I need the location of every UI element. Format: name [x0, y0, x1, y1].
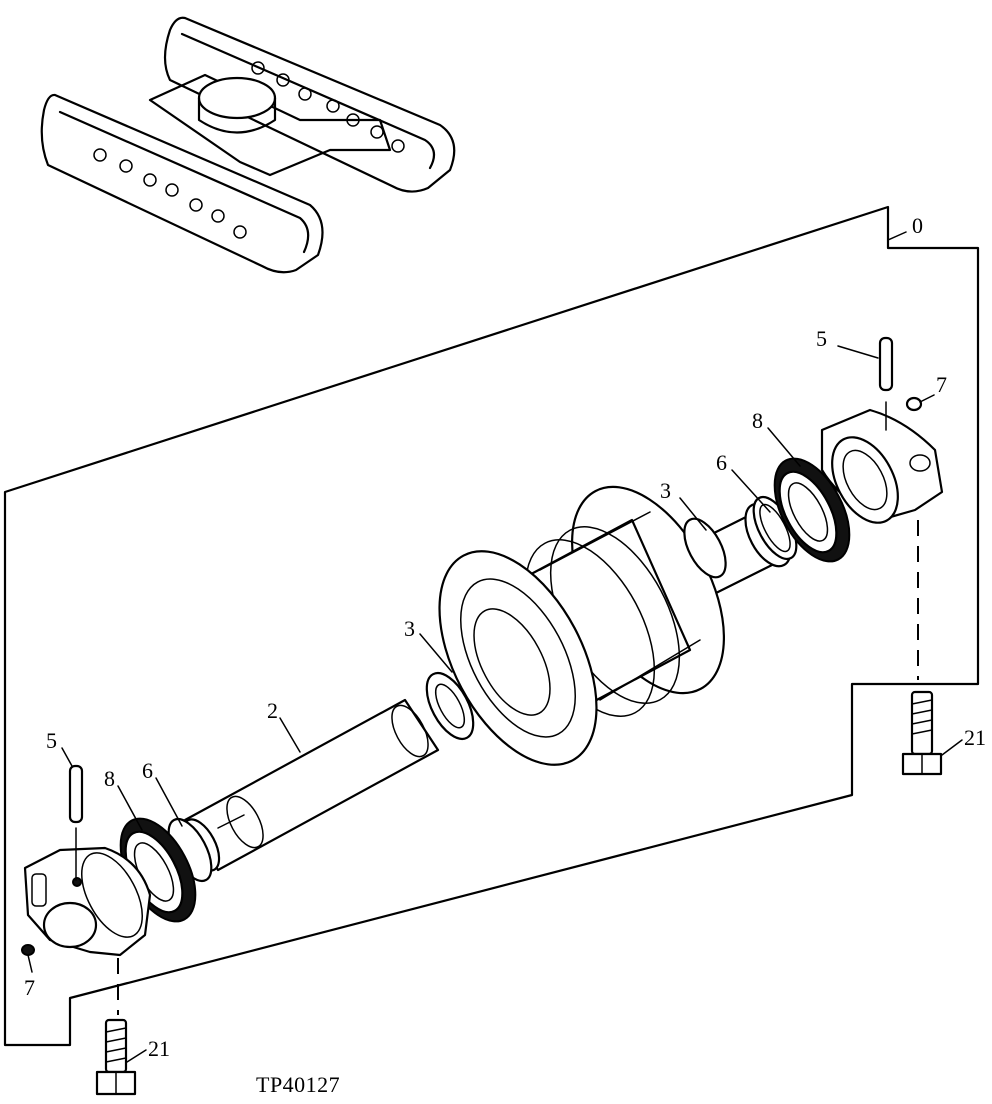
- plug-right: [905, 396, 923, 412]
- housing-left: [23, 846, 152, 957]
- roller-body: [438, 485, 792, 766]
- callout-6-left: 6: [142, 758, 153, 783]
- roller-shaft: [181, 698, 440, 872]
- bolt-right: [901, 690, 943, 776]
- seal-right: [773, 457, 851, 563]
- callout-3-right: 3: [660, 478, 671, 503]
- pin-left: [68, 764, 84, 881]
- leader-lines: [27, 345, 963, 1063]
- rear-roller-icons: [251, 61, 405, 153]
- callout-7-right: 7: [936, 372, 947, 397]
- figure-caption: TP40127: [256, 1072, 340, 1097]
- callout-8-left: 8: [104, 766, 115, 791]
- callout-0: 0: [912, 213, 923, 238]
- callout-5-left: 5: [46, 728, 57, 753]
- group-boundary: [3, 205, 980, 1047]
- callout-5-right: 5: [816, 326, 827, 351]
- callout-2: 2: [267, 698, 278, 723]
- callout-7-left: 7: [24, 975, 35, 1000]
- plug-left: [21, 944, 35, 956]
- bushing-right: [683, 517, 727, 579]
- pin-right: [878, 336, 894, 392]
- bolt-left: [95, 1018, 137, 1096]
- callout-21-right: 21: [964, 725, 986, 750]
- callout-6-right: 6: [716, 450, 727, 475]
- callout-0-leader: [887, 231, 907, 241]
- track-frame-thumbnail: [40, 16, 456, 274]
- callout-21-left: 21: [148, 1036, 170, 1061]
- front-roller-icons: [93, 148, 247, 239]
- callout-8-right: 8: [752, 408, 763, 433]
- housing-right: [820, 401, 944, 524]
- callout-3-left: 3: [404, 616, 415, 641]
